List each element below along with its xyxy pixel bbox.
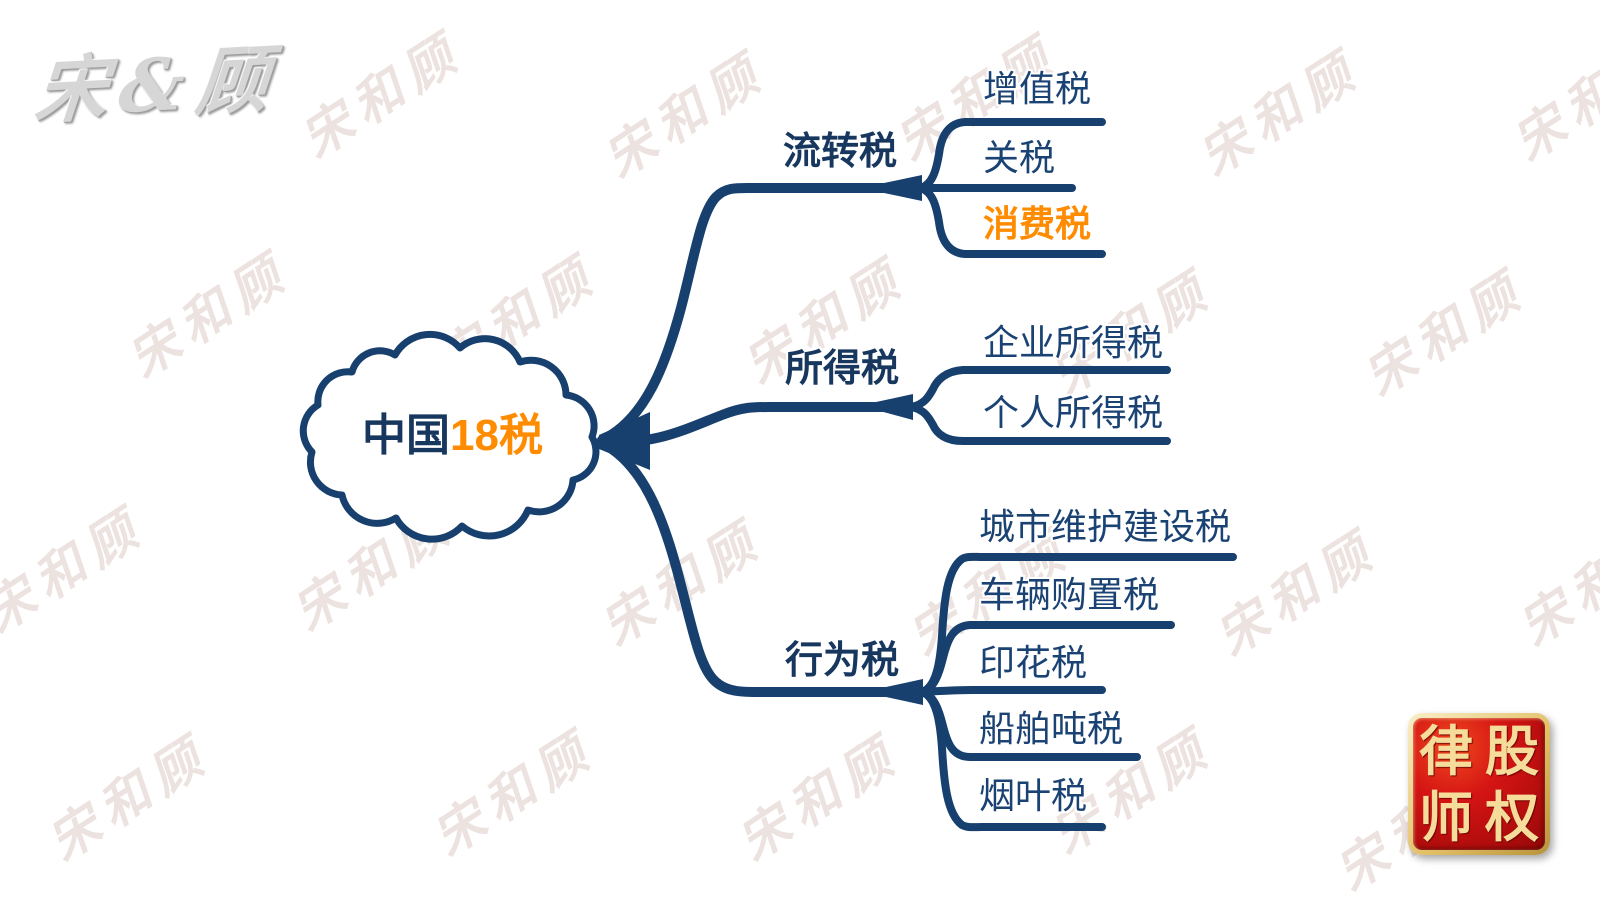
- root-cloud-shape: [299, 330, 600, 543]
- node-label-vat: 增值税: [983, 68, 1092, 109]
- stem-stamp-tax: [918, 686, 1106, 696]
- seal-face: 律 股 师 权: [1413, 718, 1545, 850]
- node-label-urban-maintenance-tax: 城市维护建设税: [979, 506, 1232, 547]
- trunk-turnover-tax: [597, 182, 926, 445]
- node-label-corporate-income-tax: 企业所得税: [983, 322, 1164, 363]
- junction-income: [876, 394, 913, 420]
- junction-turnover: [884, 175, 922, 201]
- branch-label-behavior-tax: 行为税: [785, 640, 900, 682]
- stem-vehicle-purchase-tax: [918, 621, 1175, 696]
- stem-personal-income-tax: [908, 403, 1171, 445]
- branch-label-turnover-tax: 流转税: [783, 131, 898, 173]
- junction-behavior: [886, 679, 923, 705]
- root-node: 中国18税: [310, 414, 595, 458]
- root-label-primary: 中国: [362, 411, 451, 460]
- stem-vat: [917, 118, 1106, 192]
- node-label-tariff: 关税: [983, 137, 1056, 178]
- brand-logo: 宋&顾: [31, 35, 285, 134]
- node-label-tobacco-leaf-tax: 烟叶税: [979, 775, 1088, 816]
- trunk-behavior-tax: [597, 438, 927, 697]
- seal-char: 股: [1485, 719, 1539, 783]
- node-label-tonnage-tax: 船舶吨税: [979, 708, 1124, 749]
- node-label-personal-income-tax: 个人所得税: [983, 392, 1164, 433]
- node-label-consumption-tax: 消费税: [983, 203, 1092, 244]
- seal-char: 权: [1485, 785, 1539, 849]
- node-label-stamp-tax: 印花税: [979, 642, 1088, 683]
- stem-tobacco-leaf-tax: [918, 688, 1106, 832]
- stem-consumption-tax: [917, 184, 1106, 258]
- stem-corporate-income-tax: [908, 366, 1171, 411]
- seal-char: 律: [1419, 719, 1473, 783]
- law-firm-seal: 律 股 师 权: [1408, 713, 1550, 855]
- junction-root: [599, 412, 650, 470]
- seal-char: 师: [1419, 785, 1473, 849]
- root-label-accent: 18税: [450, 411, 543, 460]
- branch-label-income-tax: 所得税: [785, 348, 900, 390]
- node-label-vehicle-purchase-tax: 车辆购置税: [979, 574, 1160, 615]
